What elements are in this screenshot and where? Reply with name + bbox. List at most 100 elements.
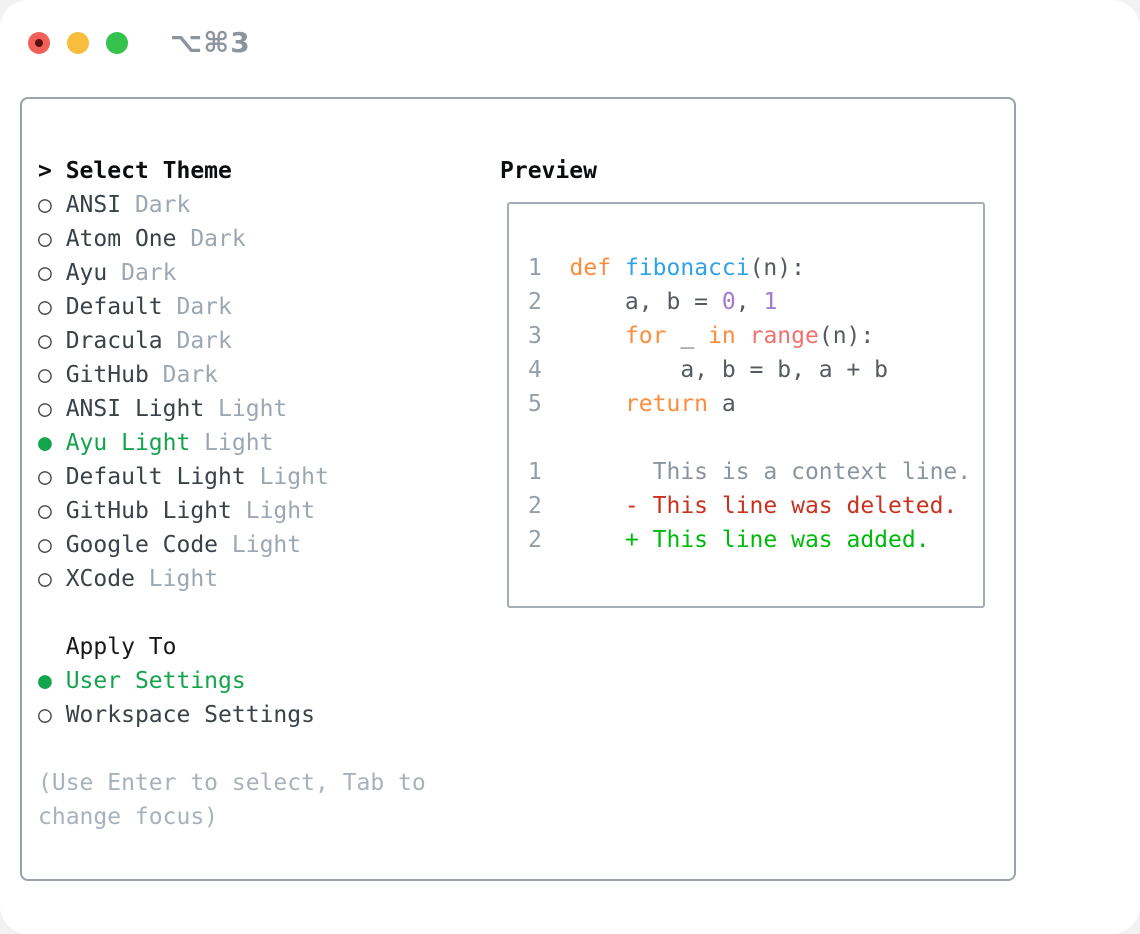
theme-variant-badge: Dark <box>107 260 177 286</box>
window-title: ⌥⌘3 <box>170 26 251 59</box>
radio-unselected-icon: ○ <box>38 294 66 320</box>
code-token-pur: 1 <box>763 289 778 315</box>
theme-item-label: ANSI Light <box>65 396 205 422</box>
code-line: 1 def fibonacci(n): <box>528 251 983 285</box>
code-line: 1 This is a context line. <box>528 455 983 489</box>
theme-item-atom-one[interactable]: ○ Atom One Dark <box>38 222 488 256</box>
theme-item-ayu-light[interactable]: ● Ayu Light Light <box>38 426 488 460</box>
theme-variant-badge: Light <box>245 464 329 490</box>
theme-item-ansi-light[interactable]: ○ ANSI Light Light <box>38 392 488 426</box>
radio-unselected-icon: ○ <box>38 192 66 218</box>
theme-item-label: Google Code <box>65 532 219 558</box>
minimize-light[interactable] <box>67 31 89 54</box>
theme-variant-badge: Dark <box>162 328 232 354</box>
theme-variant-badge: Light <box>204 396 288 422</box>
code-token-fg <box>736 323 750 349</box>
radio-unselected-icon: ○ <box>38 702 66 728</box>
radio-unselected-icon: ○ <box>38 328 66 354</box>
theme-variant-badge: Light <box>218 532 302 558</box>
theme-item-label: Ayu <box>65 260 108 286</box>
theme-item-label: Default <box>65 294 163 320</box>
code-token-fg: _ <box>666 323 709 349</box>
apply-to-header-label: Apply To <box>65 634 177 660</box>
code-token-num: 1 <box>528 459 570 485</box>
code-token-num: 3 <box>528 323 570 349</box>
code-token-kw: def <box>569 255 612 281</box>
theme-variant-badge: Dark <box>162 294 232 320</box>
theme-item-ayu[interactable]: ○ Ayu Dark <box>38 256 488 290</box>
spacer <box>38 596 488 630</box>
theme-variant-badge: Light <box>134 566 219 592</box>
code-token-fg: a <box>708 391 736 417</box>
select-theme-header-label: Select Theme <box>65 158 232 184</box>
code-line: 5 return a <box>528 387 983 421</box>
code-token-fg: , <box>735 289 764 315</box>
theme-item-dracula[interactable]: ○ Dracula Dark <box>38 324 488 358</box>
code-token-add: + This line was added. <box>569 527 930 553</box>
theme-item-github-light[interactable]: ○ GitHub Light Light <box>38 494 488 528</box>
apply-item-workspace-settings[interactable]: ○ Workspace Settings <box>38 698 488 732</box>
code-token-red: range <box>749 323 819 349</box>
apply-to-header: Apply To <box>38 630 488 664</box>
indent <box>38 634 66 660</box>
code-token-fg: a, b = b, a + b <box>569 357 889 383</box>
radio-unselected-icon: ○ <box>38 260 66 286</box>
radio-selected-icon: ● <box>38 430 66 456</box>
unsaved-dot-icon <box>35 38 43 47</box>
keyboard-hint: (Use Enter to select, Tab to change focu… <box>38 770 426 830</box>
code-token-num: 5 <box>528 391 570 417</box>
code-token-fg <box>570 391 625 417</box>
radio-unselected-icon: ○ <box>38 532 66 558</box>
preview-header: Preview <box>500 158 597 184</box>
code-token-kw: for <box>624 323 667 349</box>
code-token-num: 1 <box>528 255 570 281</box>
theme-variant-badge: Dark <box>148 362 219 388</box>
traffic-lights <box>28 31 145 54</box>
theme-item-default-light[interactable]: ○ Default Light Light <box>38 460 488 494</box>
code-token-fg: (n): <box>818 323 875 349</box>
apply-item-label: User Settings <box>65 668 246 694</box>
radio-selected-icon: ● <box>38 668 66 694</box>
code-token-pur: 0 <box>721 289 736 315</box>
radio-unselected-icon: ○ <box>38 498 66 524</box>
cursor-prompt-icon: > <box>38 158 66 184</box>
theme-variant-badge: Light <box>190 430 274 456</box>
code-token-num: 2 <box>528 493 570 519</box>
theme-item-default[interactable]: ○ Default Dark <box>38 290 488 324</box>
code-token-fg <box>570 323 625 349</box>
code-line: 2 a, b = 0, 1 <box>528 285 983 319</box>
code-token-fn: fibonacci <box>624 255 750 281</box>
theme-item-label: XCode <box>65 566 135 592</box>
radio-unselected-icon: ○ <box>38 566 66 592</box>
theme-item-label: ANSI <box>65 192 122 218</box>
preview-panel: Preview 1 def fibonacci(n):2 a, b = 0, 1… <box>500 154 985 608</box>
theme-list-panel: > Select Theme ○ ANSI Dark○ Atom One Dar… <box>38 154 488 834</box>
zoom-light[interactable] <box>106 31 128 54</box>
theme-item-xcode[interactable]: ○ XCode Light <box>38 562 488 596</box>
radio-unselected-icon: ○ <box>38 396 66 422</box>
radio-unselected-icon: ○ <box>38 226 66 252</box>
code-token-num: 2 <box>528 527 570 553</box>
radio-unselected-icon: ○ <box>38 362 66 388</box>
code-token-kw: in <box>708 323 736 349</box>
theme-item-github[interactable]: ○ GitHub Dark <box>38 358 488 392</box>
code-token-ctx: This is a context line. <box>569 459 972 485</box>
titlebar: ⌥⌘3 <box>28 26 251 59</box>
code-token-num: 4 <box>528 357 570 383</box>
theme-item-label: GitHub <box>65 362 149 388</box>
code-token-kw: return <box>624 391 709 417</box>
theme-item-ansi[interactable]: ○ ANSI Dark <box>38 188 488 222</box>
code-line: 2 - This line was deleted. <box>528 489 983 523</box>
theme-item-google-code[interactable]: ○ Google Code Light <box>38 528 488 562</box>
select-theme-header: > Select Theme <box>38 154 488 188</box>
code-token-del: - This line was deleted. <box>569 493 958 519</box>
code-token-fg: (n): <box>749 255 805 281</box>
code-line <box>528 421 983 455</box>
code-line: 3 for _ in range(n): <box>528 319 983 353</box>
theme-variant-badge: Dark <box>121 192 191 218</box>
close-light[interactable] <box>28 31 50 54</box>
theme-item-label: Atom One <box>65 226 177 252</box>
apply-item-user-settings[interactable]: ● User Settings <box>38 664 488 698</box>
